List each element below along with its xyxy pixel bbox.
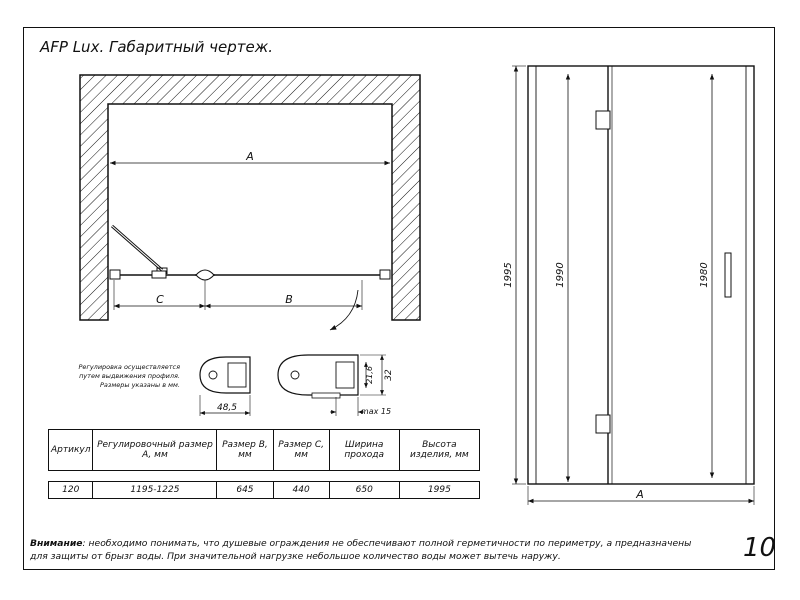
header-passage-width: Ширина прохода xyxy=(328,429,400,471)
elevation-dim-total-height: 1995 xyxy=(503,262,514,287)
profile-dim-inner-height: 21,6 xyxy=(365,366,374,384)
door-handle xyxy=(724,252,732,298)
cell-passage-width: 650 xyxy=(328,481,400,499)
profile-right xyxy=(277,354,359,396)
plan-dim-b: B xyxy=(285,293,293,306)
door-swing-arrow xyxy=(329,289,359,331)
header-height: Высота изделия, мм xyxy=(398,429,481,471)
wall-outline xyxy=(79,74,421,321)
cell-size-a: 1195-1225 xyxy=(92,481,218,499)
elevation-dim-profile-height: 1990 xyxy=(555,262,566,287)
cell-height: 1995 xyxy=(398,481,481,499)
spec-table: Артикул Рeгулировочный размер A, мм Разм… xyxy=(47,429,481,499)
hinge-bottom xyxy=(595,414,611,434)
header-size-c: Размер C, мм xyxy=(272,429,330,471)
profile-left xyxy=(199,356,251,394)
plan-dim-c: C xyxy=(156,293,164,306)
page-number: 10 xyxy=(743,533,777,563)
warning-text: : необходимо понимать, что душевые ограж… xyxy=(30,538,692,562)
drawing-frame xyxy=(23,27,775,570)
header-size-b: Размер B, мм xyxy=(216,429,274,471)
cell-size-c: 440 xyxy=(272,481,330,499)
header-article: Артикул xyxy=(47,429,94,471)
profile-dim-travel: max 15 xyxy=(361,407,391,416)
plan-dim-a: A xyxy=(245,150,254,163)
cell-size-b: 645 xyxy=(216,481,274,499)
elevation-dim-door-height: 1980 xyxy=(699,262,710,287)
profile-dim-width: 48,5 xyxy=(217,403,237,413)
profile-detail: 48,5 21,6 32 max 15 xyxy=(199,354,394,416)
cell-article: 120 xyxy=(47,481,94,499)
elevation-view: 1995 1990 1980 A xyxy=(503,65,755,505)
elevation-dim-width: A xyxy=(635,488,644,501)
plan-view: A C B xyxy=(79,74,421,331)
page-title: AFP Lux. Габаритный чертеж. xyxy=(40,38,274,56)
elevation-outline xyxy=(527,65,755,485)
profile-dim-outer-height: 32 xyxy=(384,369,394,381)
warning-label: Внимание xyxy=(30,538,83,549)
warning-note: Внимание: необходимо понимать, что душев… xyxy=(30,537,710,563)
spec-table-header: Артикул Рeгулировочный размер A, мм Разм… xyxy=(47,429,481,471)
header-size-a: Рeгулировочный размер A, мм xyxy=(92,429,218,471)
table-row: 120 1195-1225 645 440 650 1995 xyxy=(47,481,481,499)
profile-note: Регулировка осуществляется путем выдвиже… xyxy=(78,363,180,389)
hinge-top xyxy=(595,110,611,130)
